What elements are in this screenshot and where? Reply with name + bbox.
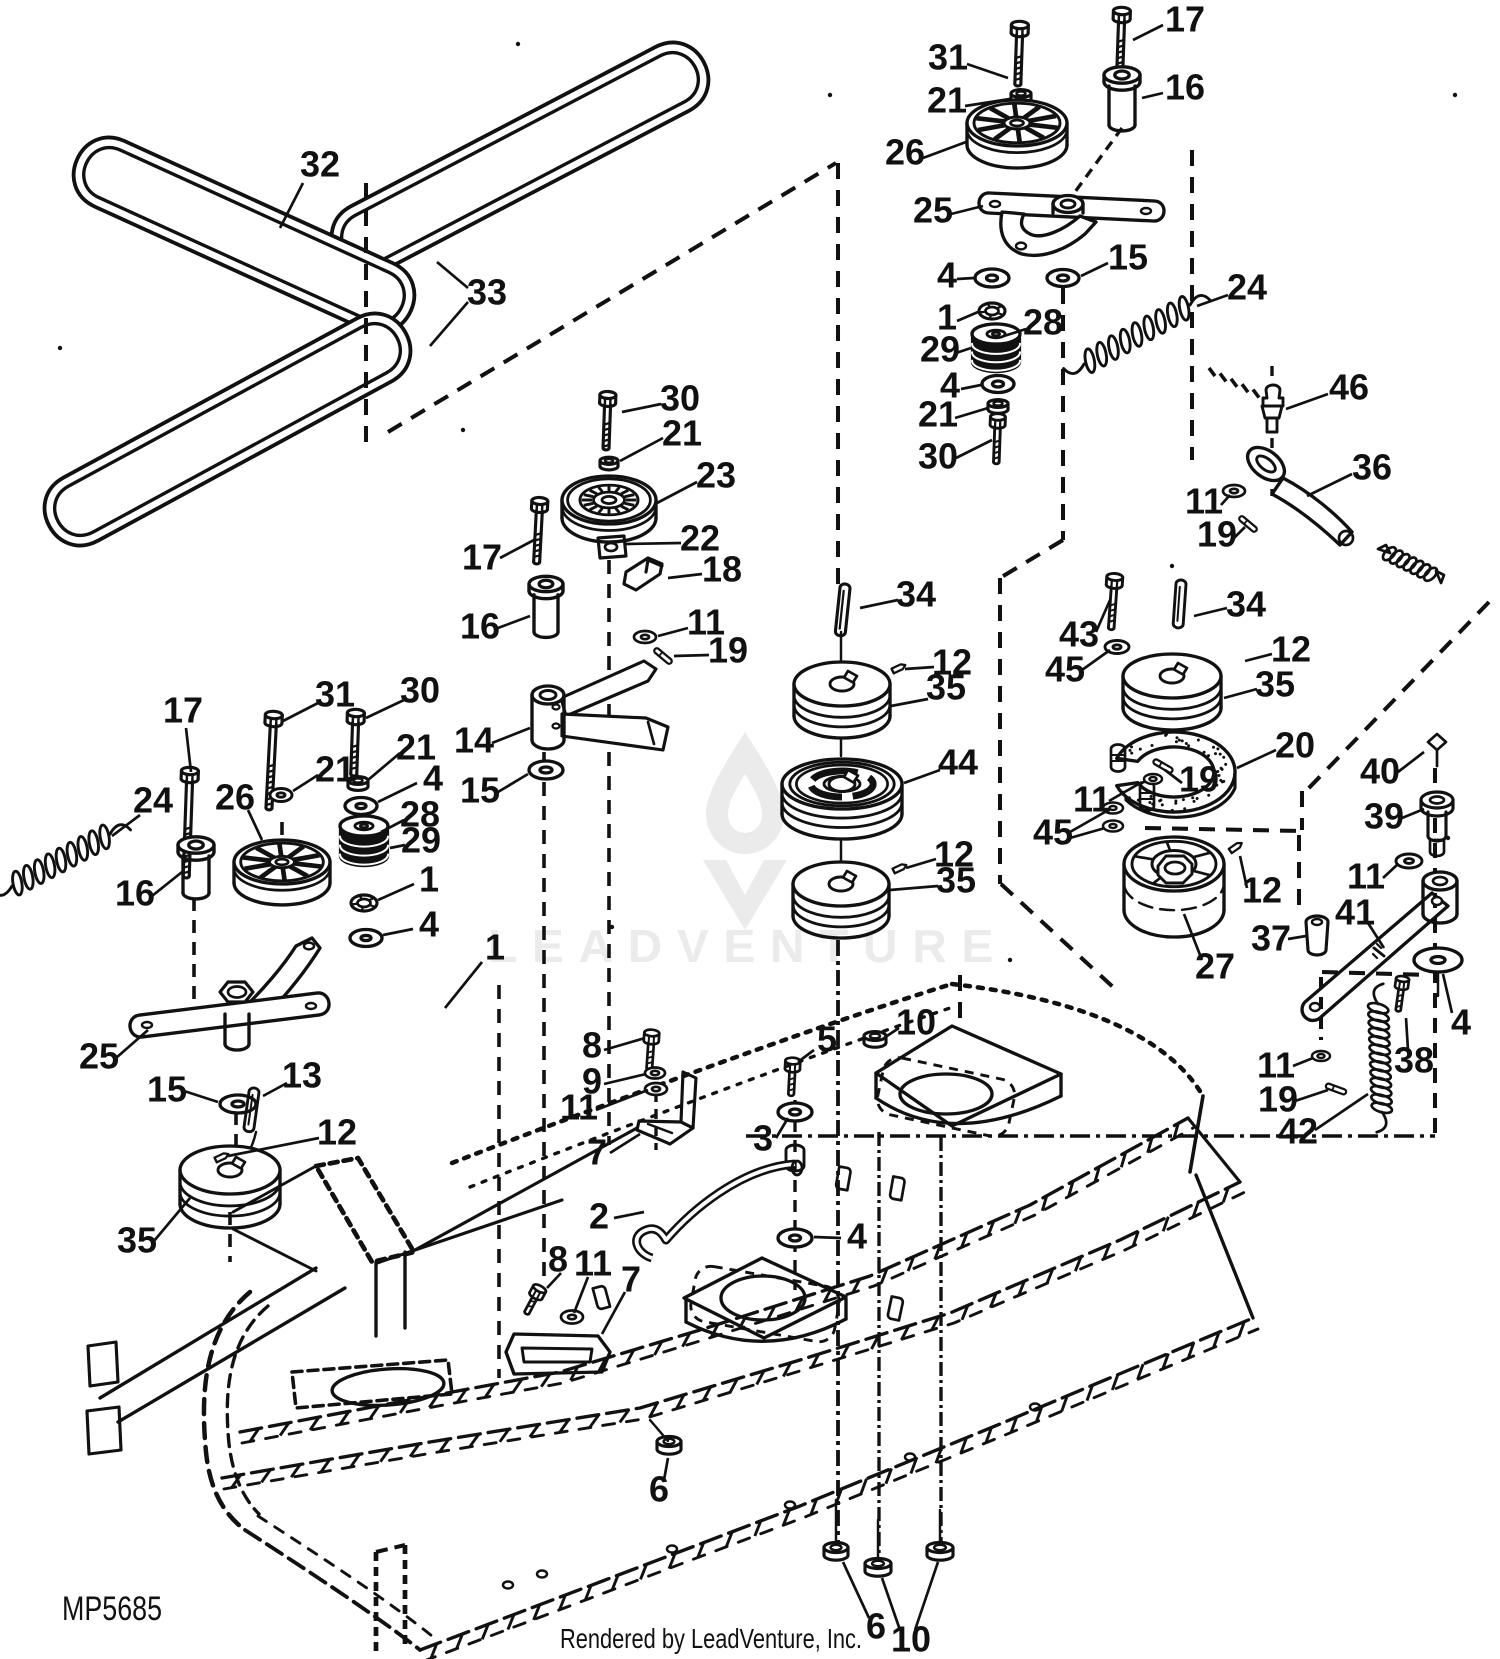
svg-text:34: 34 xyxy=(896,574,936,615)
svg-text:31: 31 xyxy=(315,674,355,715)
svg-text:16: 16 xyxy=(460,606,500,647)
svg-text:10: 10 xyxy=(891,1619,931,1659)
svg-text:4: 4 xyxy=(847,1216,867,1257)
svg-text:Rendered by LeadVenture, Inc.: Rendered by LeadVenture, Inc. xyxy=(560,1623,862,1654)
svg-text:35: 35 xyxy=(926,667,966,708)
svg-text:12: 12 xyxy=(317,1112,357,1153)
svg-text:31: 31 xyxy=(928,37,968,78)
svg-text:21: 21 xyxy=(396,727,436,768)
svg-text:18: 18 xyxy=(702,549,742,590)
svg-text:19: 19 xyxy=(708,630,748,671)
svg-text:26: 26 xyxy=(215,777,255,818)
svg-text:12: 12 xyxy=(1271,629,1311,670)
svg-text:25: 25 xyxy=(913,190,953,231)
svg-text:19: 19 xyxy=(1179,759,1219,800)
svg-text:27: 27 xyxy=(1195,946,1235,987)
svg-text:30: 30 xyxy=(660,378,700,419)
svg-text:11: 11 xyxy=(1257,1045,1295,1086)
svg-text:37: 37 xyxy=(1251,918,1291,959)
svg-text:46: 46 xyxy=(1329,367,1369,408)
svg-text:16: 16 xyxy=(115,873,155,914)
svg-text:11: 11 xyxy=(560,1087,598,1128)
svg-text:20: 20 xyxy=(1275,725,1315,766)
svg-text:16: 16 xyxy=(1165,67,1205,108)
svg-text:17: 17 xyxy=(462,537,502,578)
svg-text:12: 12 xyxy=(934,834,974,875)
svg-text:15: 15 xyxy=(460,770,500,811)
svg-text:10: 10 xyxy=(896,1002,936,1043)
svg-text:8: 8 xyxy=(548,1239,568,1280)
svg-text:3: 3 xyxy=(753,1118,773,1159)
svg-text:12: 12 xyxy=(1242,870,1282,911)
svg-text:22: 22 xyxy=(680,518,720,559)
svg-text:36: 36 xyxy=(1352,447,1392,488)
svg-text:33: 33 xyxy=(467,272,507,313)
svg-text:32: 32 xyxy=(300,144,340,185)
svg-text:7: 7 xyxy=(587,1132,607,1173)
svg-text:15: 15 xyxy=(147,1069,187,1110)
svg-text:15: 15 xyxy=(1108,237,1148,278)
svg-text:23: 23 xyxy=(696,455,736,496)
svg-text:13: 13 xyxy=(282,1055,322,1096)
svg-text:19: 19 xyxy=(1258,1079,1298,1120)
svg-text:4: 4 xyxy=(937,255,957,296)
svg-text:1: 1 xyxy=(419,859,439,900)
svg-text:42: 42 xyxy=(1278,1111,1318,1152)
svg-text:6: 6 xyxy=(649,1469,669,1510)
svg-text:12: 12 xyxy=(932,642,972,683)
svg-text:21: 21 xyxy=(918,394,958,435)
svg-text:21: 21 xyxy=(927,80,967,121)
svg-text:11: 11 xyxy=(1347,856,1385,897)
svg-text:25: 25 xyxy=(79,1036,119,1077)
svg-text:11: 11 xyxy=(1185,481,1223,522)
svg-text:24: 24 xyxy=(1227,267,1267,308)
svg-text:17: 17 xyxy=(1165,0,1205,40)
svg-text:34: 34 xyxy=(1226,584,1266,625)
svg-text:41: 41 xyxy=(1335,892,1375,933)
svg-text:35: 35 xyxy=(1255,664,1295,705)
svg-text:1: 1 xyxy=(485,927,505,968)
svg-text:6: 6 xyxy=(866,1606,886,1647)
svg-text:45: 45 xyxy=(1033,812,1073,853)
svg-text:4: 4 xyxy=(419,904,439,945)
svg-text:11: 11 xyxy=(574,1243,612,1284)
svg-text:4: 4 xyxy=(1451,1002,1471,1043)
svg-text:29: 29 xyxy=(920,329,960,370)
svg-text:4: 4 xyxy=(423,758,443,799)
svg-text:29: 29 xyxy=(401,820,441,861)
svg-text:MP5685: MP5685 xyxy=(62,1590,162,1628)
svg-text:7: 7 xyxy=(621,1259,641,1300)
svg-text:21: 21 xyxy=(315,749,355,790)
svg-text:44: 44 xyxy=(938,742,978,783)
svg-text:38: 38 xyxy=(1394,1040,1434,1081)
svg-text:LEADVENTURE: LEADVENTURE xyxy=(488,920,1008,972)
svg-text:19: 19 xyxy=(1197,514,1237,555)
svg-text:4: 4 xyxy=(940,365,960,406)
svg-text:2: 2 xyxy=(589,1196,609,1237)
svg-text:5: 5 xyxy=(817,1019,837,1060)
svg-text:11: 11 xyxy=(1073,779,1111,820)
svg-text:43: 43 xyxy=(1059,614,1099,655)
svg-text:30: 30 xyxy=(918,436,958,477)
svg-text:30: 30 xyxy=(400,670,440,711)
svg-text:35: 35 xyxy=(117,1220,157,1261)
svg-text:39: 39 xyxy=(1364,796,1404,837)
svg-text:14: 14 xyxy=(454,720,494,761)
svg-text:11: 11 xyxy=(687,602,725,643)
svg-text:8: 8 xyxy=(582,1025,602,1066)
svg-text:1: 1 xyxy=(937,297,957,338)
svg-text:35: 35 xyxy=(936,860,976,901)
svg-text:24: 24 xyxy=(133,780,173,821)
svg-text:17: 17 xyxy=(163,690,203,731)
svg-text:40: 40 xyxy=(1360,751,1400,792)
svg-text:28: 28 xyxy=(400,794,440,835)
svg-text:21: 21 xyxy=(662,413,702,454)
svg-text:45: 45 xyxy=(1045,649,1085,690)
svg-text:26: 26 xyxy=(885,132,925,173)
svg-text:9: 9 xyxy=(582,1061,602,1102)
svg-text:28: 28 xyxy=(1023,302,1063,343)
